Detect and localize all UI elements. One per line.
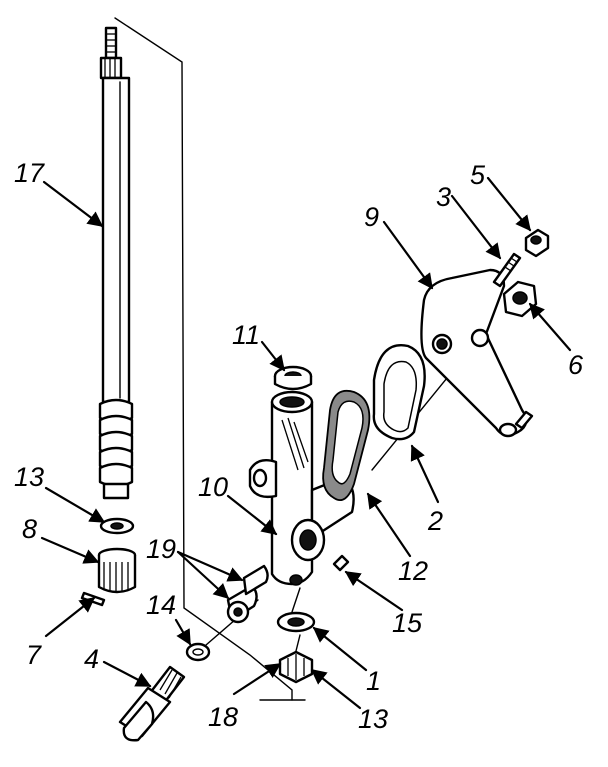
- callout-15: 15: [392, 608, 423, 638]
- callout-6: 6: [568, 350, 584, 380]
- callout-1: 1: [366, 666, 381, 696]
- part-5-nut: [524, 228, 550, 258]
- callout-7: 7: [26, 640, 42, 670]
- leader-lines: [40, 176, 572, 710]
- part-2-cover-plate: [372, 344, 426, 441]
- part-18-castle-nut: [278, 650, 314, 684]
- callout-9: 9: [364, 202, 379, 232]
- part-19-bushes: [226, 564, 269, 624]
- part-17-shaft: [98, 26, 134, 500]
- callout-18: 18: [208, 702, 238, 732]
- part-15-screw: [332, 554, 350, 572]
- part-6-nut: [502, 280, 538, 318]
- part-10-housing: [248, 390, 355, 586]
- part-13-washer: [99, 517, 135, 535]
- part-12-gasket: [322, 389, 371, 502]
- callout-13-lower: 13: [358, 704, 388, 734]
- callout-8: 8: [22, 514, 37, 544]
- callout-5: 5: [470, 160, 486, 190]
- callout-13-upper: 13: [14, 462, 44, 492]
- part-8-adjuster-nut: [97, 547, 137, 594]
- part-1-washer: [276, 611, 316, 633]
- part-14-o-ring: [185, 642, 211, 662]
- callout-4: 4: [84, 644, 99, 674]
- callout-10: 10: [198, 472, 228, 502]
- callout-11: 11: [232, 320, 260, 350]
- part-11-seal: [273, 365, 313, 391]
- callout-12: 12: [398, 556, 428, 586]
- part-4-bolt: [118, 665, 186, 742]
- callout-labels: 17 13 8 7 4 14 19 10 11 9 3 5 6 2 12 15 …: [14, 158, 584, 734]
- callout-17: 17: [14, 158, 45, 188]
- callout-2: 2: [427, 506, 443, 536]
- part-9-drop-arm: [420, 268, 534, 438]
- callout-19: 19: [146, 534, 176, 564]
- callout-14: 14: [146, 590, 176, 620]
- callout-3: 3: [436, 182, 451, 212]
- part-3-stud: [492, 252, 522, 288]
